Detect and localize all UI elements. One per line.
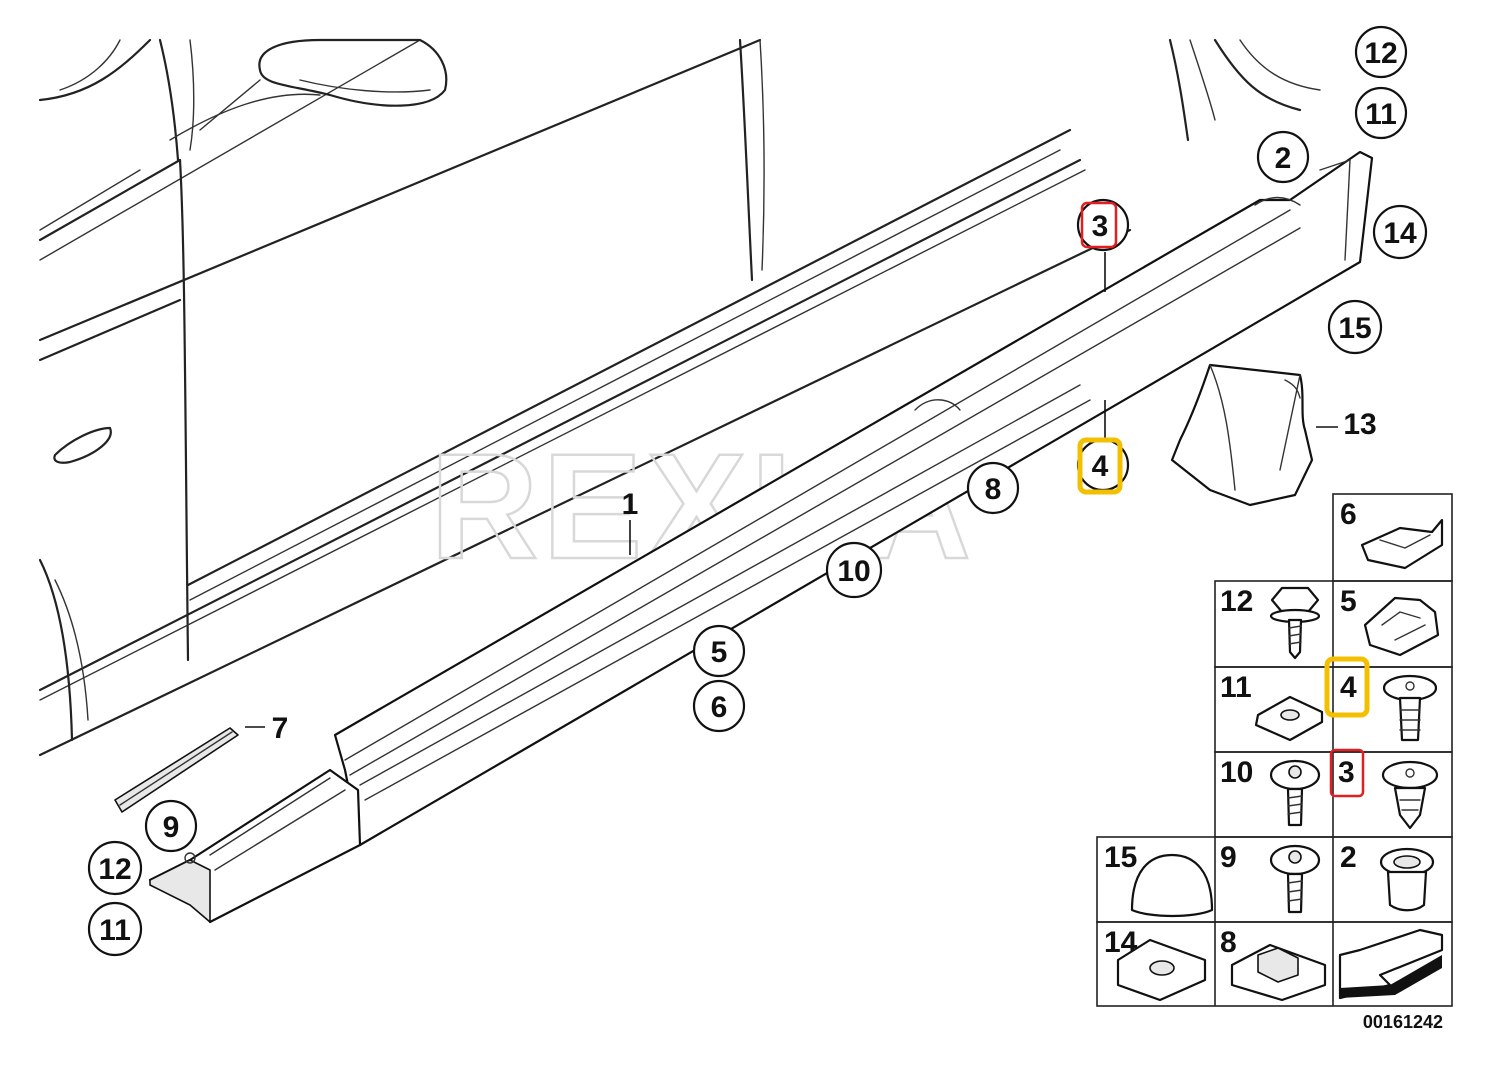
parts-grid: 6 12 5 11	[1096, 493, 1453, 1007]
svg-text:13: 13	[1343, 408, 1376, 441]
svg-text:11: 11	[1365, 98, 1397, 131]
leader-lines	[245, 252, 1338, 728]
svg-text:3: 3	[1092, 210, 1109, 243]
callout-7: 7	[272, 712, 289, 745]
svg-text:4: 4	[1340, 671, 1357, 704]
push-clip-3-icon	[1381, 760, 1439, 830]
svg-text:2: 2	[1275, 142, 1292, 175]
grid-cell-14: 14	[1104, 926, 1207, 1002]
svg-text:7: 7	[272, 712, 289, 745]
grid-cell-6: 6	[1340, 498, 1444, 570]
grid-cell-15: 15	[1104, 841, 1214, 918]
highlight-yellow-box	[1077, 437, 1123, 495]
car-body-outline	[38, 38, 1321, 757]
part-7-strip	[114, 727, 239, 813]
side-skirt-part	[148, 150, 1374, 924]
cage-nut-8-icon	[1230, 943, 1327, 1002]
highlight-red-box	[1080, 201, 1118, 249]
svg-text:15: 15	[1338, 312, 1371, 345]
svg-text:12: 12	[98, 853, 131, 886]
highlight-red-box-grid	[1329, 748, 1365, 798]
svg-text:8: 8	[985, 473, 1002, 506]
svg-text:6: 6	[1340, 498, 1357, 531]
callout-5: 5	[692, 624, 746, 678]
svg-text:12: 12	[1220, 585, 1253, 618]
diagram-id: 00161242	[1363, 1012, 1443, 1032]
svg-text:11: 11	[99, 914, 131, 947]
grid-cell-3: 3	[1329, 748, 1439, 830]
callout-2: 2	[1256, 130, 1310, 184]
callout-6: 6	[692, 679, 746, 733]
clip-5-icon	[1363, 596, 1440, 657]
svg-text:2: 2	[1340, 841, 1357, 874]
callout-11-bottom: 11	[87, 901, 143, 957]
svg-text:8: 8	[1220, 926, 1237, 959]
direction-arrow-icon	[1338, 928, 1444, 1000]
grid-cell-10: 10	[1220, 756, 1321, 827]
callout-8: 8	[966, 461, 1020, 515]
svg-text:10: 10	[1220, 756, 1253, 789]
grid-cell-2: 2	[1340, 841, 1435, 912]
torx-bolt-9-icon	[1269, 844, 1321, 914]
svg-text:5: 5	[711, 636, 728, 669]
speed-nut-11-icon	[1254, 695, 1324, 742]
grid-cell-5: 5	[1340, 585, 1440, 657]
callout-12-bottom: 12	[87, 840, 143, 896]
highlight-yellow-box-grid	[1324, 656, 1370, 718]
clip-nut-14-icon	[1116, 938, 1207, 1002]
svg-text:9: 9	[163, 811, 180, 844]
hex-bolt-12-icon	[1269, 586, 1321, 660]
svg-text:1: 1	[622, 488, 639, 521]
svg-text:11: 11	[1220, 671, 1252, 704]
svg-text:4: 4	[1092, 450, 1109, 483]
cap-15-icon	[1130, 853, 1214, 918]
callout-13: 13	[1343, 408, 1376, 441]
svg-text:15: 15	[1104, 841, 1137, 874]
grommet-2-icon	[1379, 847, 1435, 912]
svg-text:9: 9	[1220, 841, 1237, 874]
part-13-bracket	[1170, 363, 1314, 507]
grid-cell-8: 8	[1220, 926, 1327, 1002]
grid-cell-9: 9	[1220, 841, 1321, 914]
torx-bolt-10-icon	[1269, 759, 1321, 827]
clip-6-icon	[1360, 518, 1444, 570]
callout-14: 14	[1372, 204, 1428, 260]
rivet-4-icon	[1382, 674, 1438, 742]
svg-text:12: 12	[1364, 37, 1397, 70]
callout-11-top: 11	[1354, 86, 1408, 140]
grid-cell-4: 4	[1324, 656, 1438, 742]
callout-3: 3	[1076, 198, 1130, 252]
callout-4: 4	[1076, 437, 1130, 495]
grid-cell-12: 12	[1220, 585, 1321, 660]
callout-10: 10	[825, 541, 883, 599]
callout-9: 9	[144, 799, 198, 853]
svg-text:3: 3	[1338, 756, 1355, 789]
svg-text:5: 5	[1340, 585, 1357, 618]
callout-1: 1	[622, 488, 639, 521]
callout-12-top: 12	[1354, 25, 1408, 79]
callout-15: 15	[1327, 299, 1383, 355]
svg-text:10: 10	[837, 555, 870, 588]
svg-text:6: 6	[711, 691, 728, 724]
grid-cell-11: 11	[1220, 671, 1324, 742]
svg-text:14: 14	[1383, 217, 1417, 250]
